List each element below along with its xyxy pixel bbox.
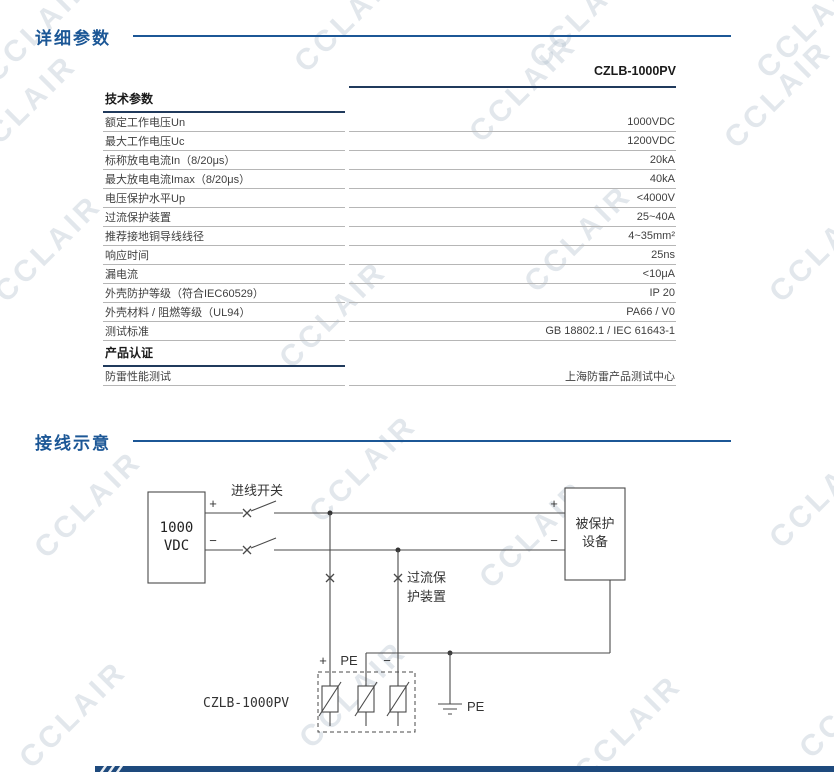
watermark-text: CCLAIR [0,188,109,309]
spd-plus-sign: + [319,653,327,668]
table-row: 防雷性能测试上海防雷产品测试中心 [103,367,676,386]
spd-model-label: CZLB-1000PV [203,696,289,711]
param-value: 25ns [349,246,676,265]
spd-minus-sign: − [383,653,391,668]
model-name: CZLB-1000PV [349,55,676,88]
varistor-1-strike [318,681,342,717]
watermark-text: CCLAIR [763,434,834,555]
param-name: 外壳防护等级（符合IEC60529） [103,284,345,303]
param-name: 推荐接地铜导线线径 [103,227,345,246]
param-name: 最大放电电流Imax（8/20μs） [103,170,345,189]
param-value: 25~40A [349,208,676,227]
param-name: 电压保护水平Up [103,189,345,208]
ground-symbol-icon [438,703,462,715]
section-title-params: 详细参数 [35,28,111,48]
param-name: 漏电流 [103,265,345,284]
switch-label: 进线开关 [231,483,283,498]
tech-header-row: 技术参数 [103,88,676,113]
param-name: 最大工作电压Uc [103,132,345,151]
ocp-label-line1: 过流保 [407,570,446,585]
param-value: PA66 / V0 [349,303,676,322]
protected-device-box [564,487,626,581]
table-row: 外壳防护等级（符合IEC60529）IP 20 [103,284,676,303]
wiring-diagram: 1000 VDC 进线开关 + − + − 过流保 护装置 被保护 [147,483,626,733]
param-value: 1200VDC [349,132,676,151]
switch-blade-pos [250,500,277,512]
section-rule-wiring [133,440,731,442]
spacer-cell [349,341,676,367]
watermark-text: CCLAIR [13,654,134,772]
load-label-line2: 设备 [582,534,608,549]
source-plus-sign: + [209,496,217,511]
model-row: CZLB-1000PV [103,55,676,88]
cert-header-row: 产品认证 [103,341,676,367]
switch-contact-pos-icon [242,508,252,518]
param-name: 额定工作电压Un [103,113,345,132]
cert-rows: 防雷性能测试上海防雷产品测试中心 [103,367,676,386]
section-header-wiring: 接线示意 [35,431,731,453]
spacer-cell [103,55,345,88]
param-value: <4000V [349,189,676,208]
spd-pe-sign: PE [340,653,358,668]
dc-source-label-line1: 1000 [160,520,194,536]
varistor-3-strike [386,681,410,717]
dc-source-box [147,491,206,584]
switch-blade-neg [250,537,277,549]
param-value: GB 18802.1 / IEC 61643-1 [349,322,676,341]
section-title-wiring: 接线示意 [35,433,111,453]
table-row: 漏电流<10μA [103,265,676,284]
watermark-text: CCLAIR [763,188,834,309]
cert-header: 产品认证 [103,341,345,367]
param-value: 上海防雷产品测试中心 [349,367,676,386]
param-value: <10μA [349,265,676,284]
section-header-params: 详细参数 [35,26,731,48]
switch-contact-neg-icon [242,545,252,555]
watermark-text: CCLAIR [793,644,834,765]
table-row: 外壳材料 / 阻燃等级（UL94）PA66 / V0 [103,303,676,322]
spacer-cell [349,88,676,113]
tech-params-header: 技术参数 [103,88,345,113]
param-value: 4~35mm² [349,227,676,246]
param-name: 标称放电电流In（8/20μs） [103,151,345,170]
ground-pe-label: PE [467,699,485,714]
fuse-pos-icon [325,573,335,583]
spd-box [317,671,416,733]
param-value: 20kA [349,151,676,170]
varistor-2-strike [354,681,378,717]
param-name: 防雷性能测试 [103,367,345,386]
fuse-neg-icon [393,573,403,583]
param-name: 外壳材料 / 阻燃等级（UL94） [103,303,345,322]
section-rule-params [133,35,731,37]
table-row: 电压保护水平Up<4000V [103,189,676,208]
ocp-label-line2: 护装置 [407,589,446,604]
load-minus-sign: − [550,533,558,548]
table-row: 最大放电电流Imax（8/20μs）40kA [103,170,676,189]
param-value: 40kA [349,170,676,189]
bottom-bar [95,766,834,772]
load-plus-sign: + [550,496,558,511]
table-row: 标称放电电流In（8/20μs）20kA [103,151,676,170]
source-minus-sign: − [209,533,217,548]
param-name: 测试标准 [103,322,345,341]
param-value: IP 20 [349,284,676,303]
param-value: 1000VDC [349,113,676,132]
param-name: 响应时间 [103,246,345,265]
param-name: 过流保护装置 [103,208,345,227]
watermark-text: CCLAIR [28,444,149,565]
load-label-line1: 被保护 [575,516,614,531]
dc-source-label-line2: VDC [164,538,189,554]
